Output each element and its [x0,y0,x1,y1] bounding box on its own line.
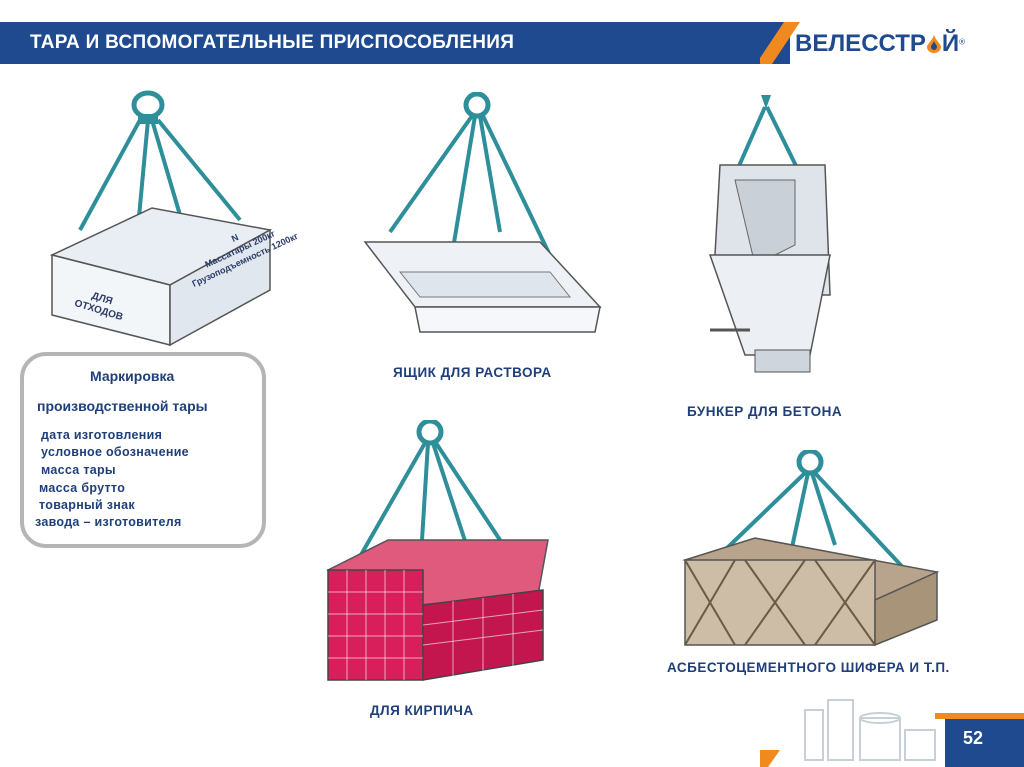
caption-concrete: БУНКЕР ДЛЯ БЕТОНА [687,404,843,419]
page-title: ТАРА И ВСПОМОГАТЕЛЬНЫЕ ПРИСПОСОБЛЕНИЯ [30,32,515,53]
marking-item: дата изготовления [41,428,163,442]
marking-item: масса тары [41,463,116,477]
caption-mortar: ЯЩИК ДЛЯ РАСТВОРА [393,365,552,380]
footer-decoration [760,699,1024,767]
marking-title: Маркировка [90,368,175,384]
brick-cage-illustration [326,420,549,681]
mortar-tray-illustration [363,92,602,333]
header-band-tip [760,22,800,64]
page-number: 52 [963,728,984,748]
logo-text: ВЕЛЕССТР [795,30,926,57]
marking-item: завода – изготовителя [35,515,182,529]
concrete-hopper-illustration [708,95,831,373]
company-logo: ВЕЛЕССТР Й® [795,30,965,58]
marking-item: масса брутто [39,481,126,495]
marking-item: товарный знак [39,498,135,512]
waste-container-illustration [49,90,273,347]
caption-brick: ДЛЯ КИРПИЧА [370,703,474,718]
logo-registered: ® [959,37,966,47]
caption-slate: АСБЕСТОЦЕМЕНТНОГО ШИФЕРА И Т.П. [667,660,950,675]
slate-pallet-illustration [682,450,940,647]
logo-text-tail: Й [941,30,960,57]
drop-icon [926,35,941,53]
header-band [0,22,790,64]
marking-subtitle: производственной тары [37,398,208,414]
marking-item: условное обозначение [41,445,189,459]
marking-panel [20,352,266,548]
